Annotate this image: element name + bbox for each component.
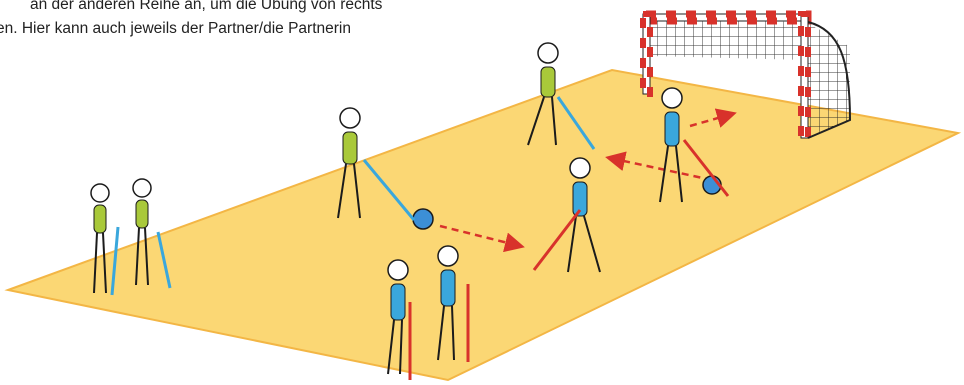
goal-icon: [640, 10, 852, 141]
hockey-stick-icon: [682, 139, 730, 197]
hockey-stick-icon: [110, 226, 120, 296]
player-icon: [132, 178, 172, 289]
hockey-stick-icon: [156, 231, 172, 289]
player-icon: [532, 157, 601, 273]
arrow-icon: [689, 108, 737, 128]
playing-field: [4, 68, 962, 382]
caption-line-1: an der anderen Reihe an, um die Übung vo…: [30, 0, 383, 13]
caption-line-2: en. Hier kann auch jeweils der Partner/d…: [0, 20, 351, 37]
arrow-icon: [605, 151, 713, 182]
arrow-icon: [439, 224, 525, 253]
caption-text: an der anderen Reihe an, um die Übung vo…: [0, 0, 520, 41]
player-icon: [659, 87, 730, 203]
hockey-stick-icon: [362, 159, 416, 221]
player-icon: [337, 107, 416, 221]
player-icon: [387, 259, 412, 380]
player-icon: [527, 42, 596, 150]
hockey-stick-icon: [532, 209, 582, 271]
hockey-stick-icon: [556, 96, 596, 150]
player-icon: [437, 245, 470, 362]
ball-icon: [412, 208, 434, 230]
player-icon: [90, 183, 120, 296]
